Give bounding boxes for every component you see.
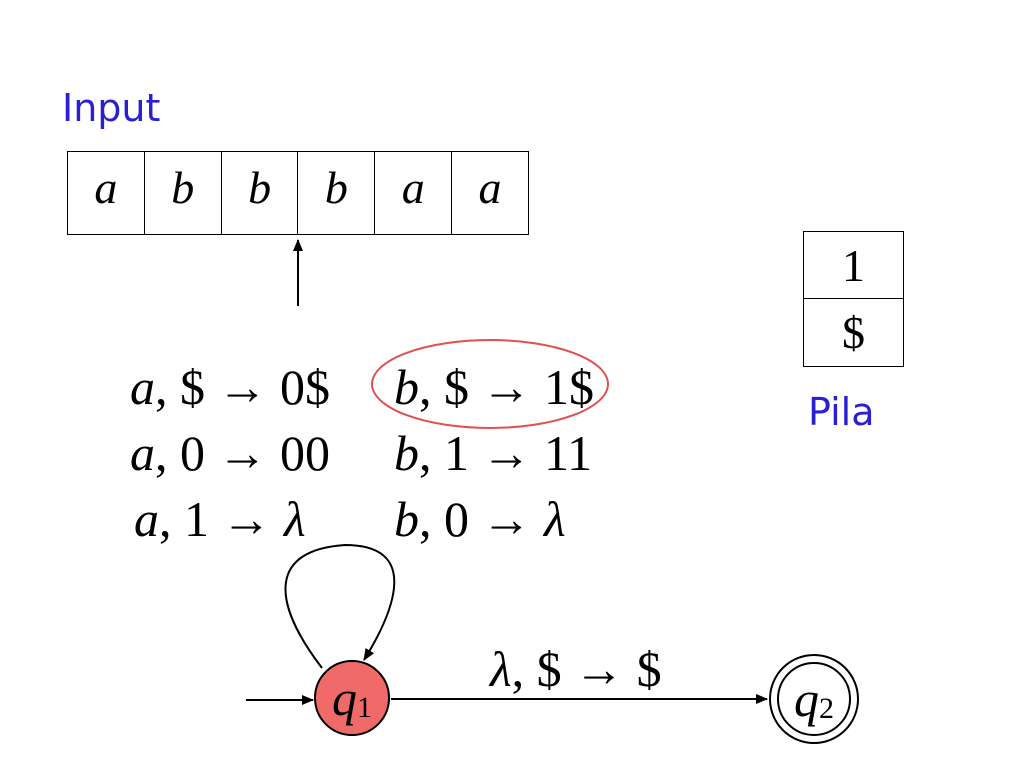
rule-right-3: b, 0 → λ (394, 491, 566, 547)
transition-label: λ, $ → $ (490, 641, 662, 697)
tape-cell: b (298, 152, 376, 234)
input-label: Input (62, 86, 161, 130)
stack: 1 $ (803, 231, 904, 367)
input-tape: a b b b a a (67, 151, 529, 235)
rule-right-2: b, 1 → 11 (394, 425, 593, 481)
rule-right-1-highlighted: b, $ → 1$ (394, 359, 594, 415)
state-q2-index: 2 (819, 692, 834, 725)
tape-cell: a (68, 152, 145, 234)
tape-cell: a (375, 152, 453, 234)
highlight-ellipse (371, 339, 609, 429)
rule-left-2: a, 0 → 00 (130, 425, 330, 481)
state-q2-letter: q (794, 671, 819, 727)
accepting-ring (777, 662, 851, 736)
self-loop-arrow (284, 543, 396, 669)
stack-label: Pila (808, 390, 875, 434)
rule-left-3: a, 1 → λ (134, 491, 306, 547)
tape-cell: a (478, 161, 502, 213)
state-q1-letter: q (332, 670, 357, 726)
state-q1-index: 1 (357, 691, 372, 724)
stack-bottom-cell: $ (842, 307, 865, 358)
rule-left-1: a, $ → 0$ (130, 359, 330, 415)
tape-cell: b (145, 152, 222, 234)
stack-top-cell: 1 (804, 232, 903, 299)
tape-cell: b (222, 152, 299, 234)
